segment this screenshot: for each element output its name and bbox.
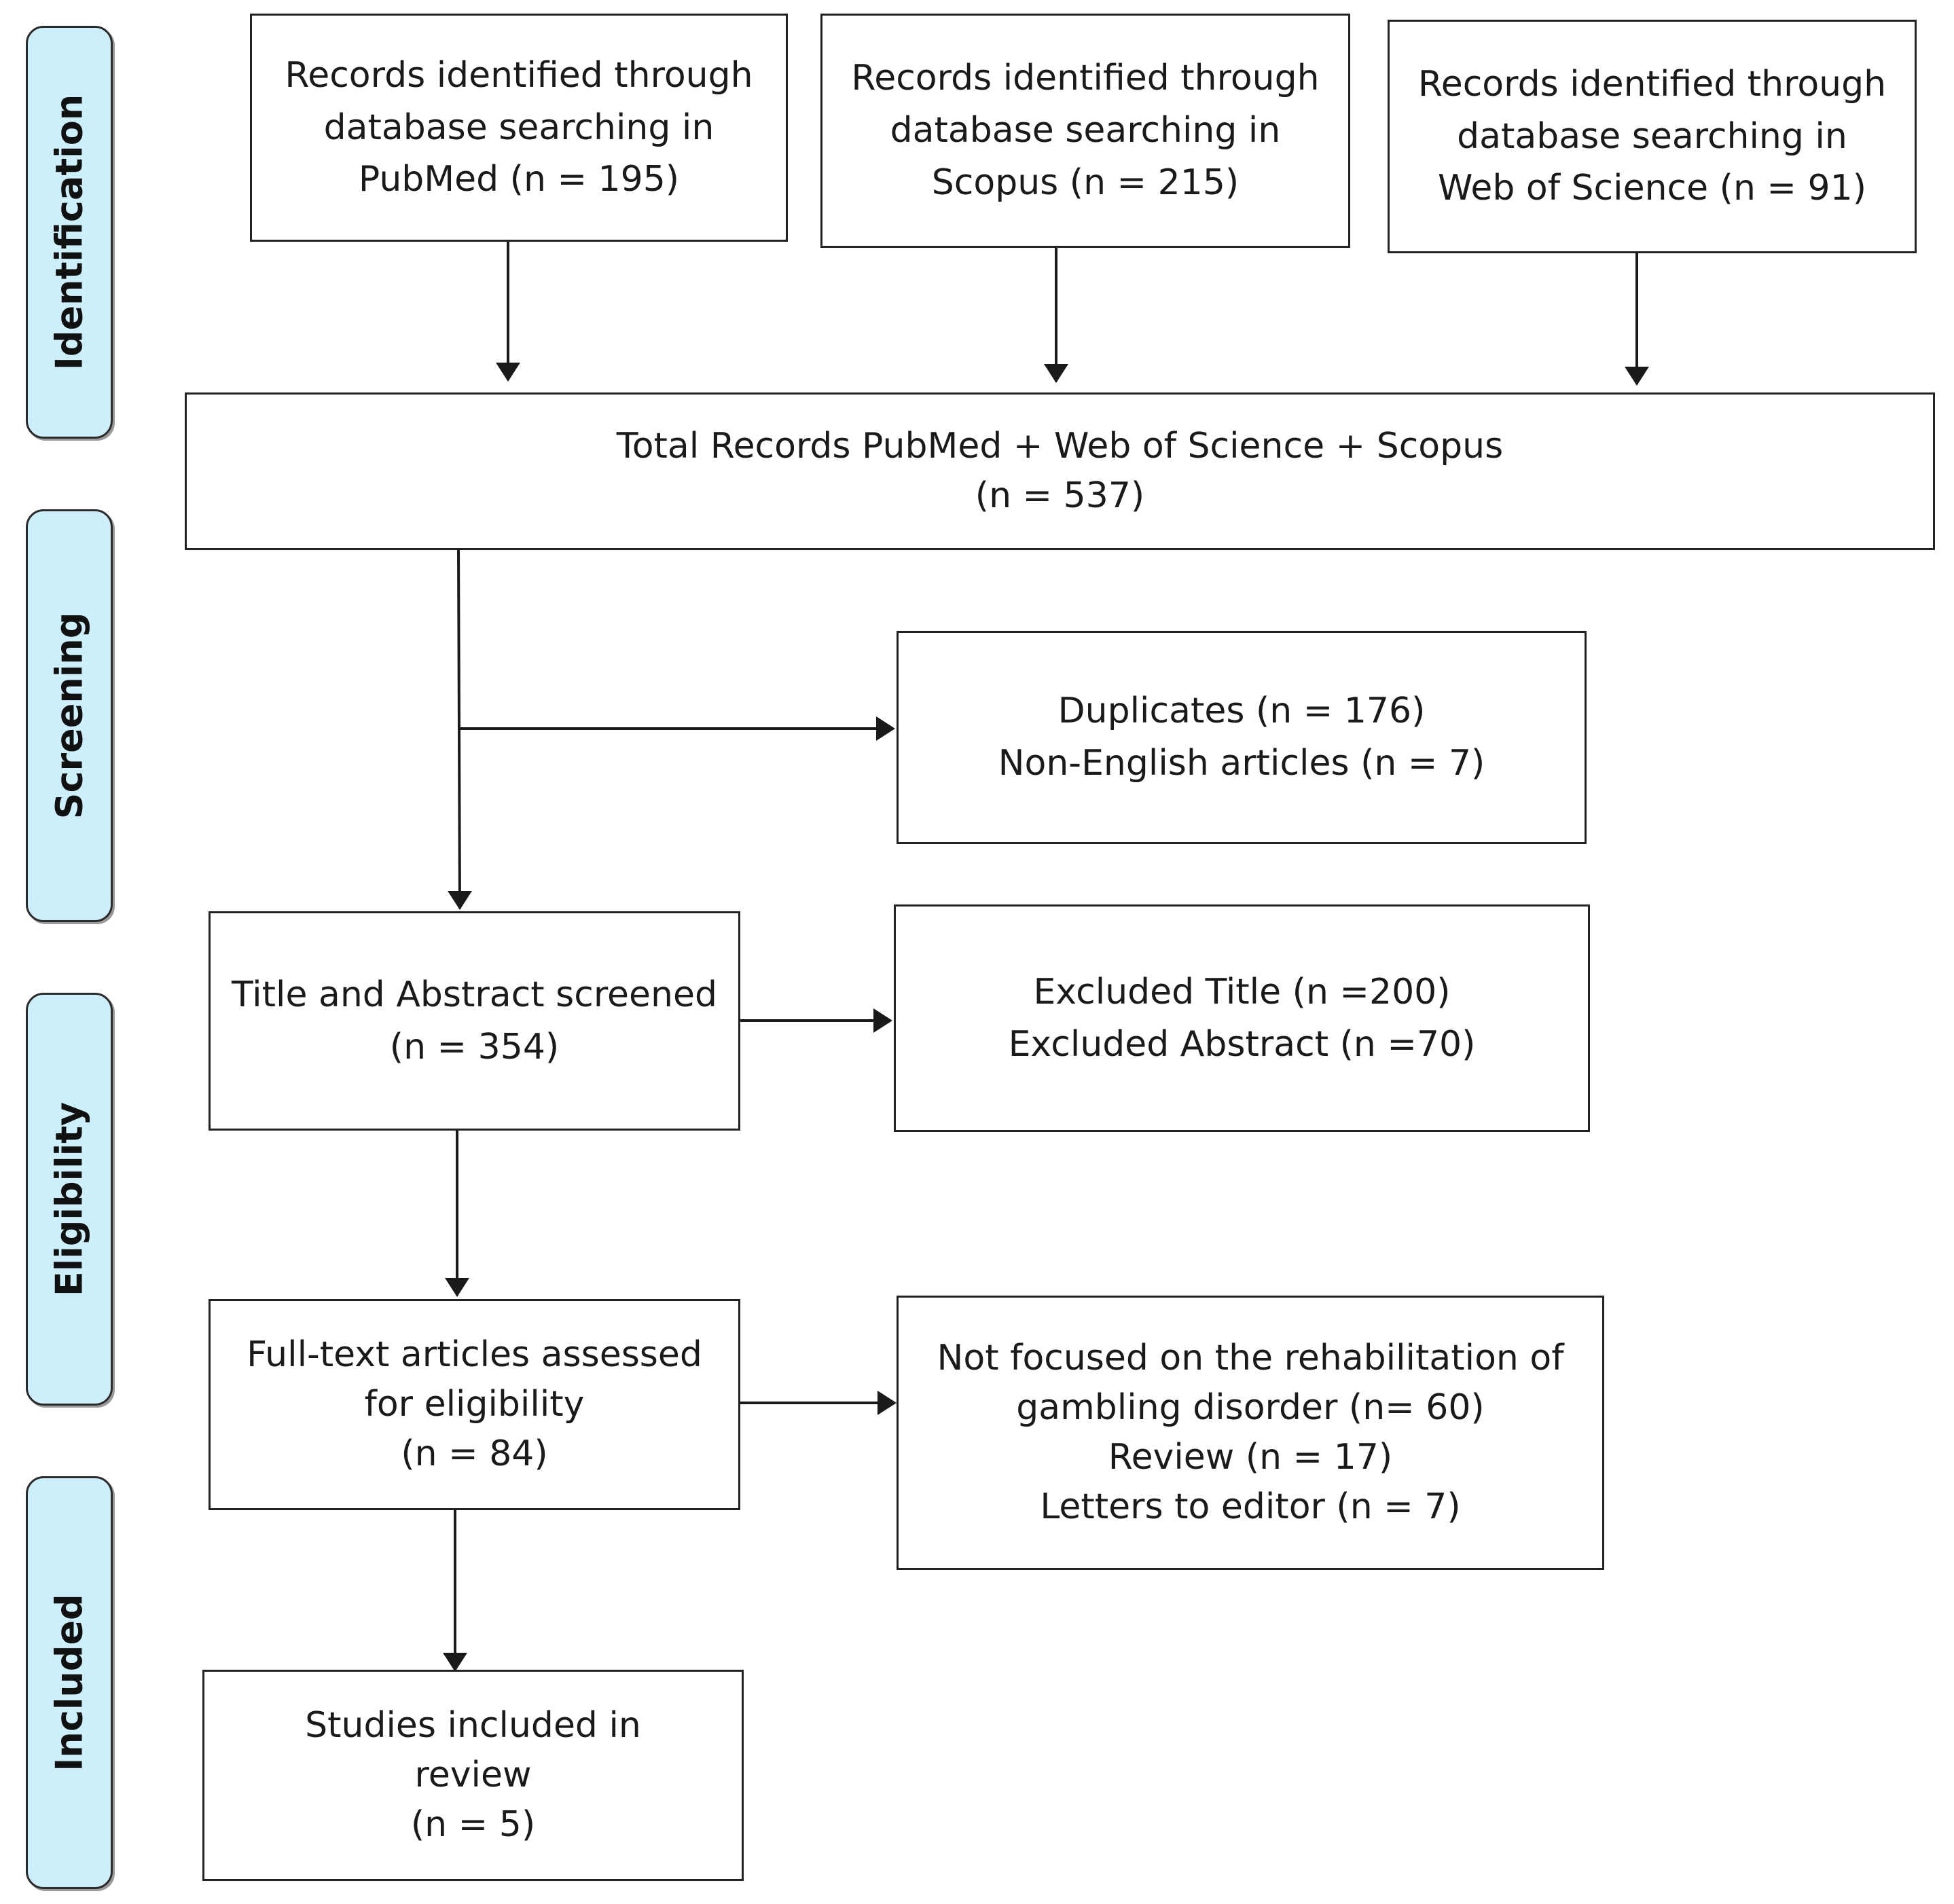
box-excluded-title-abstract-text: Excluded Title (n =200) Excluded Abstrac… <box>1008 971 1476 1065</box>
box-pubmed-records-text: Records identified through database sear… <box>285 54 753 200</box>
stage-screening: Screening <box>26 509 113 922</box>
box-duplicates-text: Duplicates (n = 176) Non-English article… <box>998 691 1485 784</box>
stage-identification-label: Identification <box>48 94 91 371</box>
stage-included-label: Included <box>48 1594 91 1772</box>
arrowhead-full-text <box>445 1278 469 1297</box>
box-excluded-full-text: Not focused on the rehabilitation of gam… <box>897 1296 1604 1570</box>
arrowhead-pubmed <box>496 363 520 382</box>
arrowhead-excluded-title-abstract <box>873 1008 892 1033</box>
box-total-records: Total Records PubMed + Web of Science + … <box>185 392 1935 550</box>
box-pubmed-records: Records identified through database sear… <box>250 14 788 242</box>
box-wos-records-text: Records identified through database sear… <box>1417 63 1887 209</box>
box-excluded-full-text-text: Not focused on the rehabilitation of gam… <box>937 1338 1564 1527</box>
box-title-abstract-screened-text: Title and Abstract screened (n = 354) <box>232 974 717 1067</box>
stage-eligibility: Eligibility <box>26 993 113 1406</box>
box-excluded-title-abstract: Excluded Title (n =200) Excluded Abstrac… <box>894 904 1590 1132</box>
arrowhead-included <box>443 1653 467 1672</box>
box-total-records-text: Total Records PubMed + Web of Science + … <box>616 426 1504 516</box>
box-duplicates: Duplicates (n = 176) Non-English article… <box>897 631 1587 844</box>
stage-identification: Identification <box>26 26 113 439</box>
box-scopus-records-text: Records identified through database sear… <box>851 58 1320 203</box>
box-title-abstract-screened: Title and Abstract screened (n = 354) <box>209 911 740 1131</box>
box-scopus-records: Records identified through database sear… <box>820 14 1350 248</box>
box-studies-included-text: Studies included in review (n = 5) <box>305 1705 641 1845</box>
arrowhead-scopus <box>1044 364 1068 383</box>
stage-screening-label: Screening <box>48 612 91 820</box>
box-full-text-assessed-text: Full-text articles assessed for eligibil… <box>247 1334 702 1474</box>
arrowhead-title-abstract <box>448 891 472 910</box>
stage-eligibility-label: Eligibility <box>48 1101 91 1297</box>
box-studies-included: Studies included in review (n = 5) <box>202 1670 744 1881</box>
arrowhead-wos <box>1625 367 1649 386</box>
stage-included: Included <box>26 1476 113 1889</box>
arrowhead-excluded-full-text <box>878 1391 897 1415</box>
box-full-text-assessed: Full-text articles assessed for eligibil… <box>209 1299 740 1510</box>
arrowhead-duplicates <box>876 716 895 741</box>
box-wos-records: Records identified through database sear… <box>1388 20 1917 253</box>
